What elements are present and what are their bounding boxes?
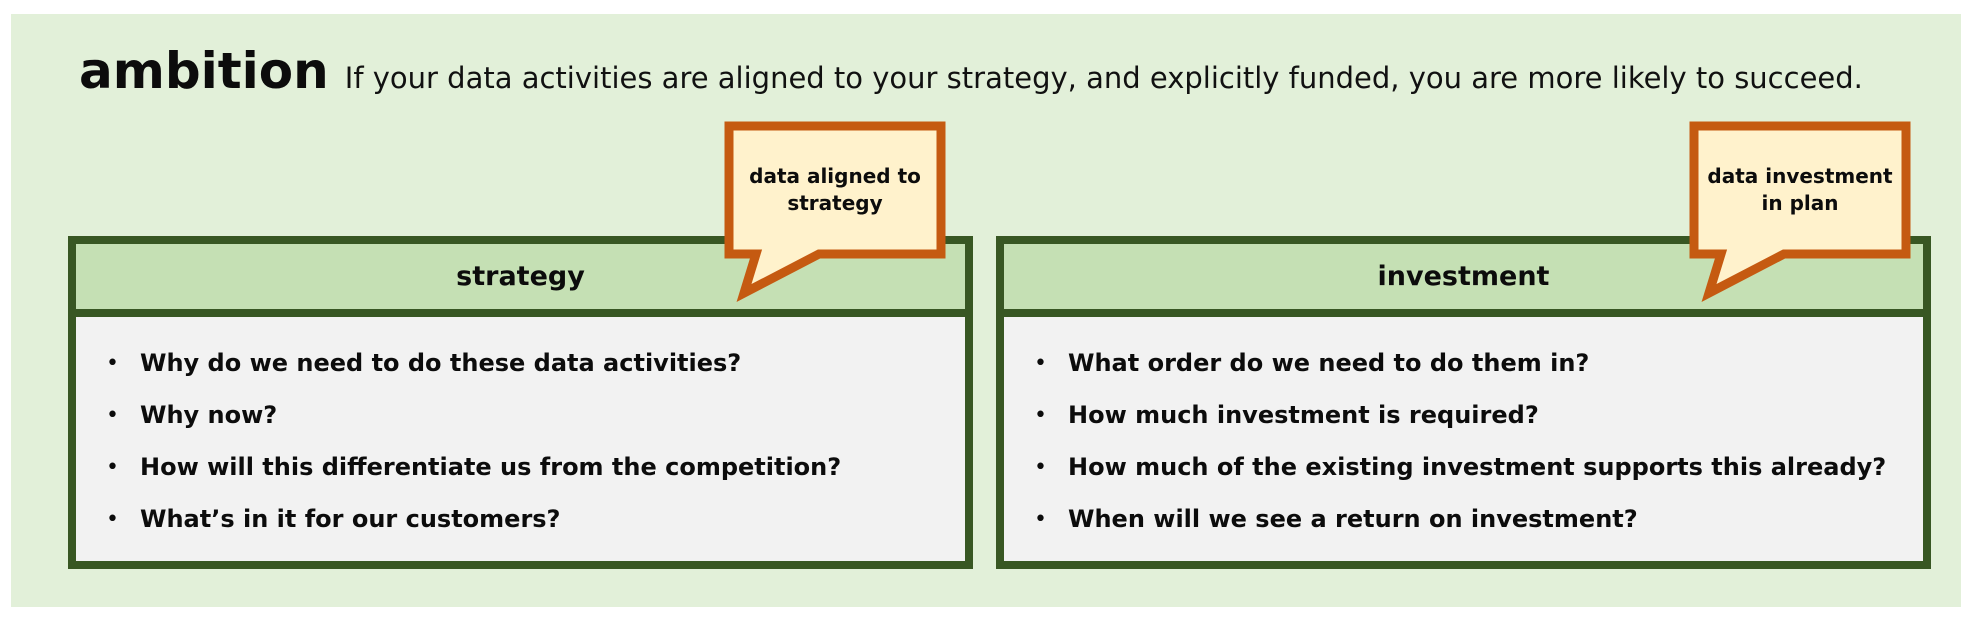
strategy-bullet-list: Why do we need to do these data activiti… bbox=[94, 337, 955, 545]
list-item: What’s in it for our customers? bbox=[94, 493, 955, 545]
callout-line: in plan bbox=[1761, 191, 1839, 215]
slide-canvas: ambition If your data activities are ali… bbox=[11, 14, 1961, 607]
callout-line: data aligned to bbox=[749, 164, 921, 188]
strategy-panel: strategy Why do we need to do these data… bbox=[68, 236, 973, 569]
callout-line: data investment bbox=[1707, 164, 1893, 188]
investment-panel-body: What order do we need to do them in? How… bbox=[1004, 317, 1923, 545]
investment-panel-title: investment bbox=[1377, 261, 1550, 292]
page-subtitle: If your data activities are aligned to y… bbox=[344, 61, 1863, 95]
list-item: Why now? bbox=[94, 389, 955, 441]
list-item: What order do we need to do them in? bbox=[1022, 337, 1913, 389]
strategy-panel-body: Why do we need to do these data activiti… bbox=[76, 317, 965, 545]
callout-text: data aligned to strategy bbox=[735, 131, 935, 249]
list-item: How much of the existing investment supp… bbox=[1022, 441, 1913, 493]
speech-bubble-icon bbox=[724, 121, 946, 302]
callout-data-aligned-to-strategy: data aligned to strategy bbox=[724, 121, 946, 311]
callout-text: data investment in plan bbox=[1700, 131, 1900, 249]
callout-line: strategy bbox=[787, 191, 883, 215]
speech-bubble-icon bbox=[1689, 121, 1911, 302]
investment-bullet-list: What order do we need to do them in? How… bbox=[1022, 337, 1913, 545]
list-item: When will we see a return on investment? bbox=[1022, 493, 1913, 545]
list-item: How much investment is required? bbox=[1022, 389, 1913, 441]
callout-data-investment-in-plan: data investment in plan bbox=[1689, 121, 1911, 311]
list-item: How will this differentiate us from the … bbox=[94, 441, 955, 493]
strategy-panel-title: strategy bbox=[456, 261, 585, 292]
title-row: ambition If your data activities are ali… bbox=[79, 42, 1939, 100]
list-item: Why do we need to do these data activiti… bbox=[94, 337, 955, 389]
investment-panel-header: investment bbox=[1004, 244, 1923, 317]
investment-panel: investment What order do we need to do t… bbox=[996, 236, 1931, 569]
page-title: ambition bbox=[79, 42, 329, 100]
